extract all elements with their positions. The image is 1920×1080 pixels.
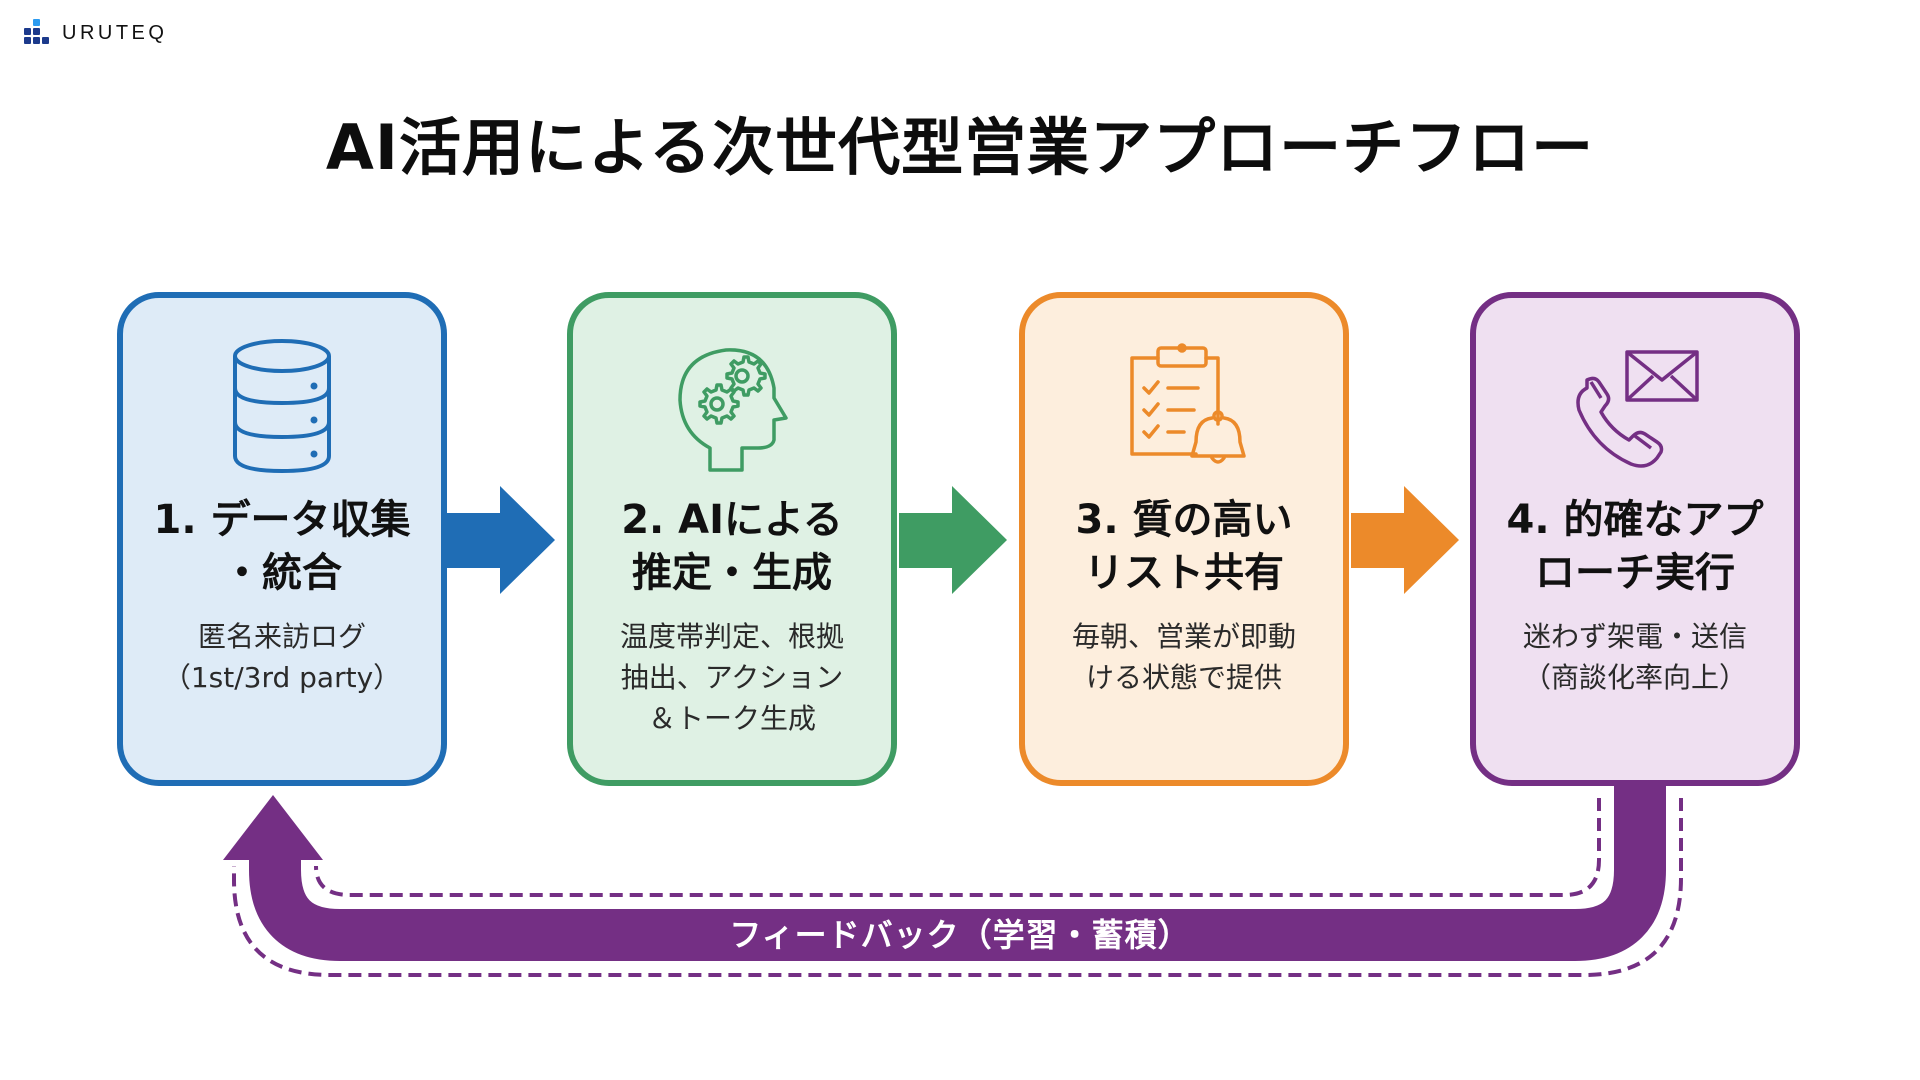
step-title: 3. 質の高い リスト共有 [1075,497,1293,596]
head-gears-icon [678,348,788,472]
database-icon [233,339,331,474]
step-description: 毎朝、営業が即動 ける状態で提供 [1071,620,1296,694]
step-card-2: 2. AIによる 推定・生成 温度帯判定、根拠 抽出、アクション ＆トーク生成 [567,292,897,786]
step-title: 1. データ収集 ・統合 [153,497,411,596]
feedback-dash-inner [314,798,1601,897]
step-description: 匿名来訪ログ （1st/3rd party） [162,620,402,694]
feedback-arrowhead [223,795,323,860]
step-title: 2. AIによる 推定・生成 [621,497,843,596]
phone-mail-icon [1576,350,1699,468]
step-card-4: 4. 的確なアプ ローチ実行 迷わず架電・送信 （商談化率向上） [1470,292,1800,786]
page-title: AI活用による次世代型営業アプローチフロー [325,111,1595,184]
step-title: 4. 的確なアプ ローチ実行 [1506,497,1764,596]
clipboard-bell-icon [1130,343,1246,464]
bar-blocks-logo-icon [24,19,52,47]
flow-arrow-1 [447,486,555,594]
step-card-3: 3. 質の高い リスト共有 毎朝、営業が即動 ける状態で提供 [1019,292,1349,786]
brand-name: URUTEQ [62,21,168,44]
brand: URUTEQ [24,19,167,47]
step-description: 温度帯判定、根拠 抽出、アクション ＆トーク生成 [619,620,844,735]
flow-arrow-3 [1351,486,1459,594]
step-card-1: 1. データ収集 ・統合 匿名来訪ログ （1st/3rd party） [117,292,447,786]
feedback-label: フィードバック（学習・蓄積） [729,916,1191,954]
step-description: 迷わず架電・送信 （商談化率向上） [1522,620,1747,694]
flow-arrow-2 [899,486,1007,594]
